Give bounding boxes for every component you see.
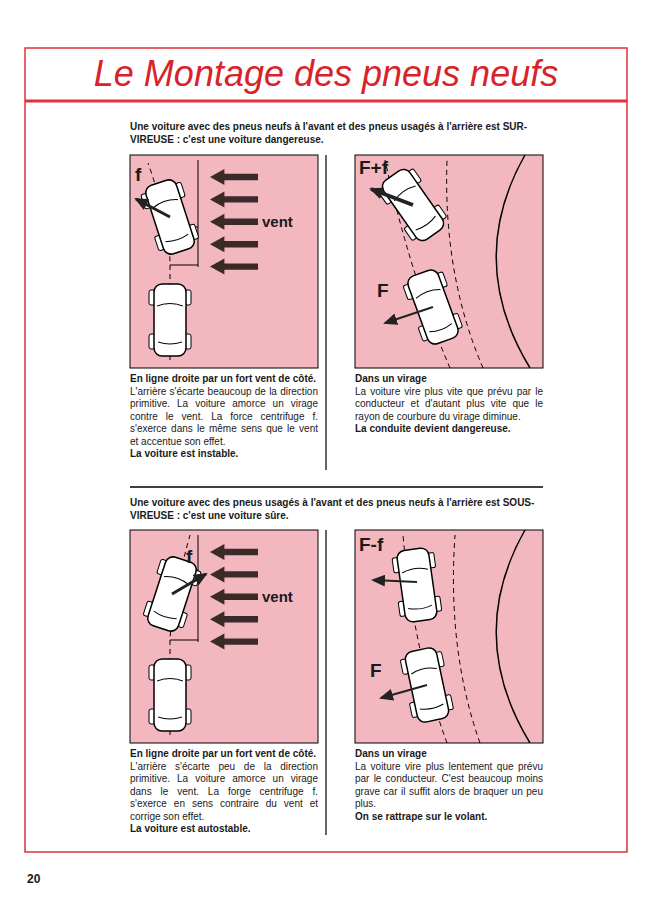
section-intro: Une voiture avec des pneus neufs à l'ava… bbox=[130, 121, 550, 146]
section-intro: Une voiture avec des pneus usagés à l'av… bbox=[130, 497, 550, 522]
force-label: F+f bbox=[359, 157, 388, 179]
force-label: F-f bbox=[359, 534, 383, 556]
caption-conclusion: La voiture est autostable. bbox=[130, 823, 318, 836]
force-label: f bbox=[135, 164, 141, 186]
panel-curve-understeer bbox=[355, 530, 543, 743]
caption-body: La voiture vire plus lentement que prévu… bbox=[355, 761, 543, 811]
caption-conclusion: On se rattrape sur le volant. bbox=[355, 811, 543, 824]
column-separator bbox=[325, 155, 326, 470]
page-frame bbox=[25, 48, 627, 852]
caption-heading: Dans un virage bbox=[355, 748, 543, 761]
illustrated-panel: En ligne droite par un fort vent de côté… bbox=[130, 155, 318, 461]
caption-conclusion: La conduite devient dangereuse. bbox=[355, 423, 543, 436]
caption-conclusion: La voiture est instable. bbox=[130, 448, 318, 461]
wind-label: vent bbox=[262, 213, 293, 230]
illustrated-panel: Dans un virageLa voiture vire plus lente… bbox=[355, 530, 543, 823]
caption-heading: Dans un virage bbox=[355, 373, 543, 386]
page-title: Le Montage des pneus neufs bbox=[27, 52, 625, 96]
caption-body: La voiture vire plus vite que prévu par … bbox=[355, 386, 543, 424]
panel-straight-oversteer bbox=[130, 155, 318, 368]
caption-heading: En ligne droite par un fort vent de côté… bbox=[130, 748, 318, 761]
caption-heading: En ligne droite par un fort vent de côté… bbox=[130, 373, 318, 386]
panel-straight-understeer bbox=[130, 530, 318, 743]
force-label: F bbox=[377, 280, 389, 302]
wind-label: vent bbox=[262, 588, 293, 605]
column-separator bbox=[325, 530, 326, 835]
section-divider bbox=[130, 486, 543, 488]
illustrated-panel: En ligne droite par un fort vent de côté… bbox=[130, 530, 318, 836]
caption-body: L'arrière s'écarte peu de la direction p… bbox=[130, 761, 318, 824]
title-rule bbox=[25, 100, 627, 103]
panel-curve-oversteer bbox=[355, 155, 543, 368]
page-number: 20 bbox=[27, 872, 40, 886]
caption-body: L'arrière s'écarte beaucoup de la direct… bbox=[130, 386, 318, 449]
force-label: f bbox=[186, 546, 192, 568]
force-label: F bbox=[370, 660, 382, 682]
